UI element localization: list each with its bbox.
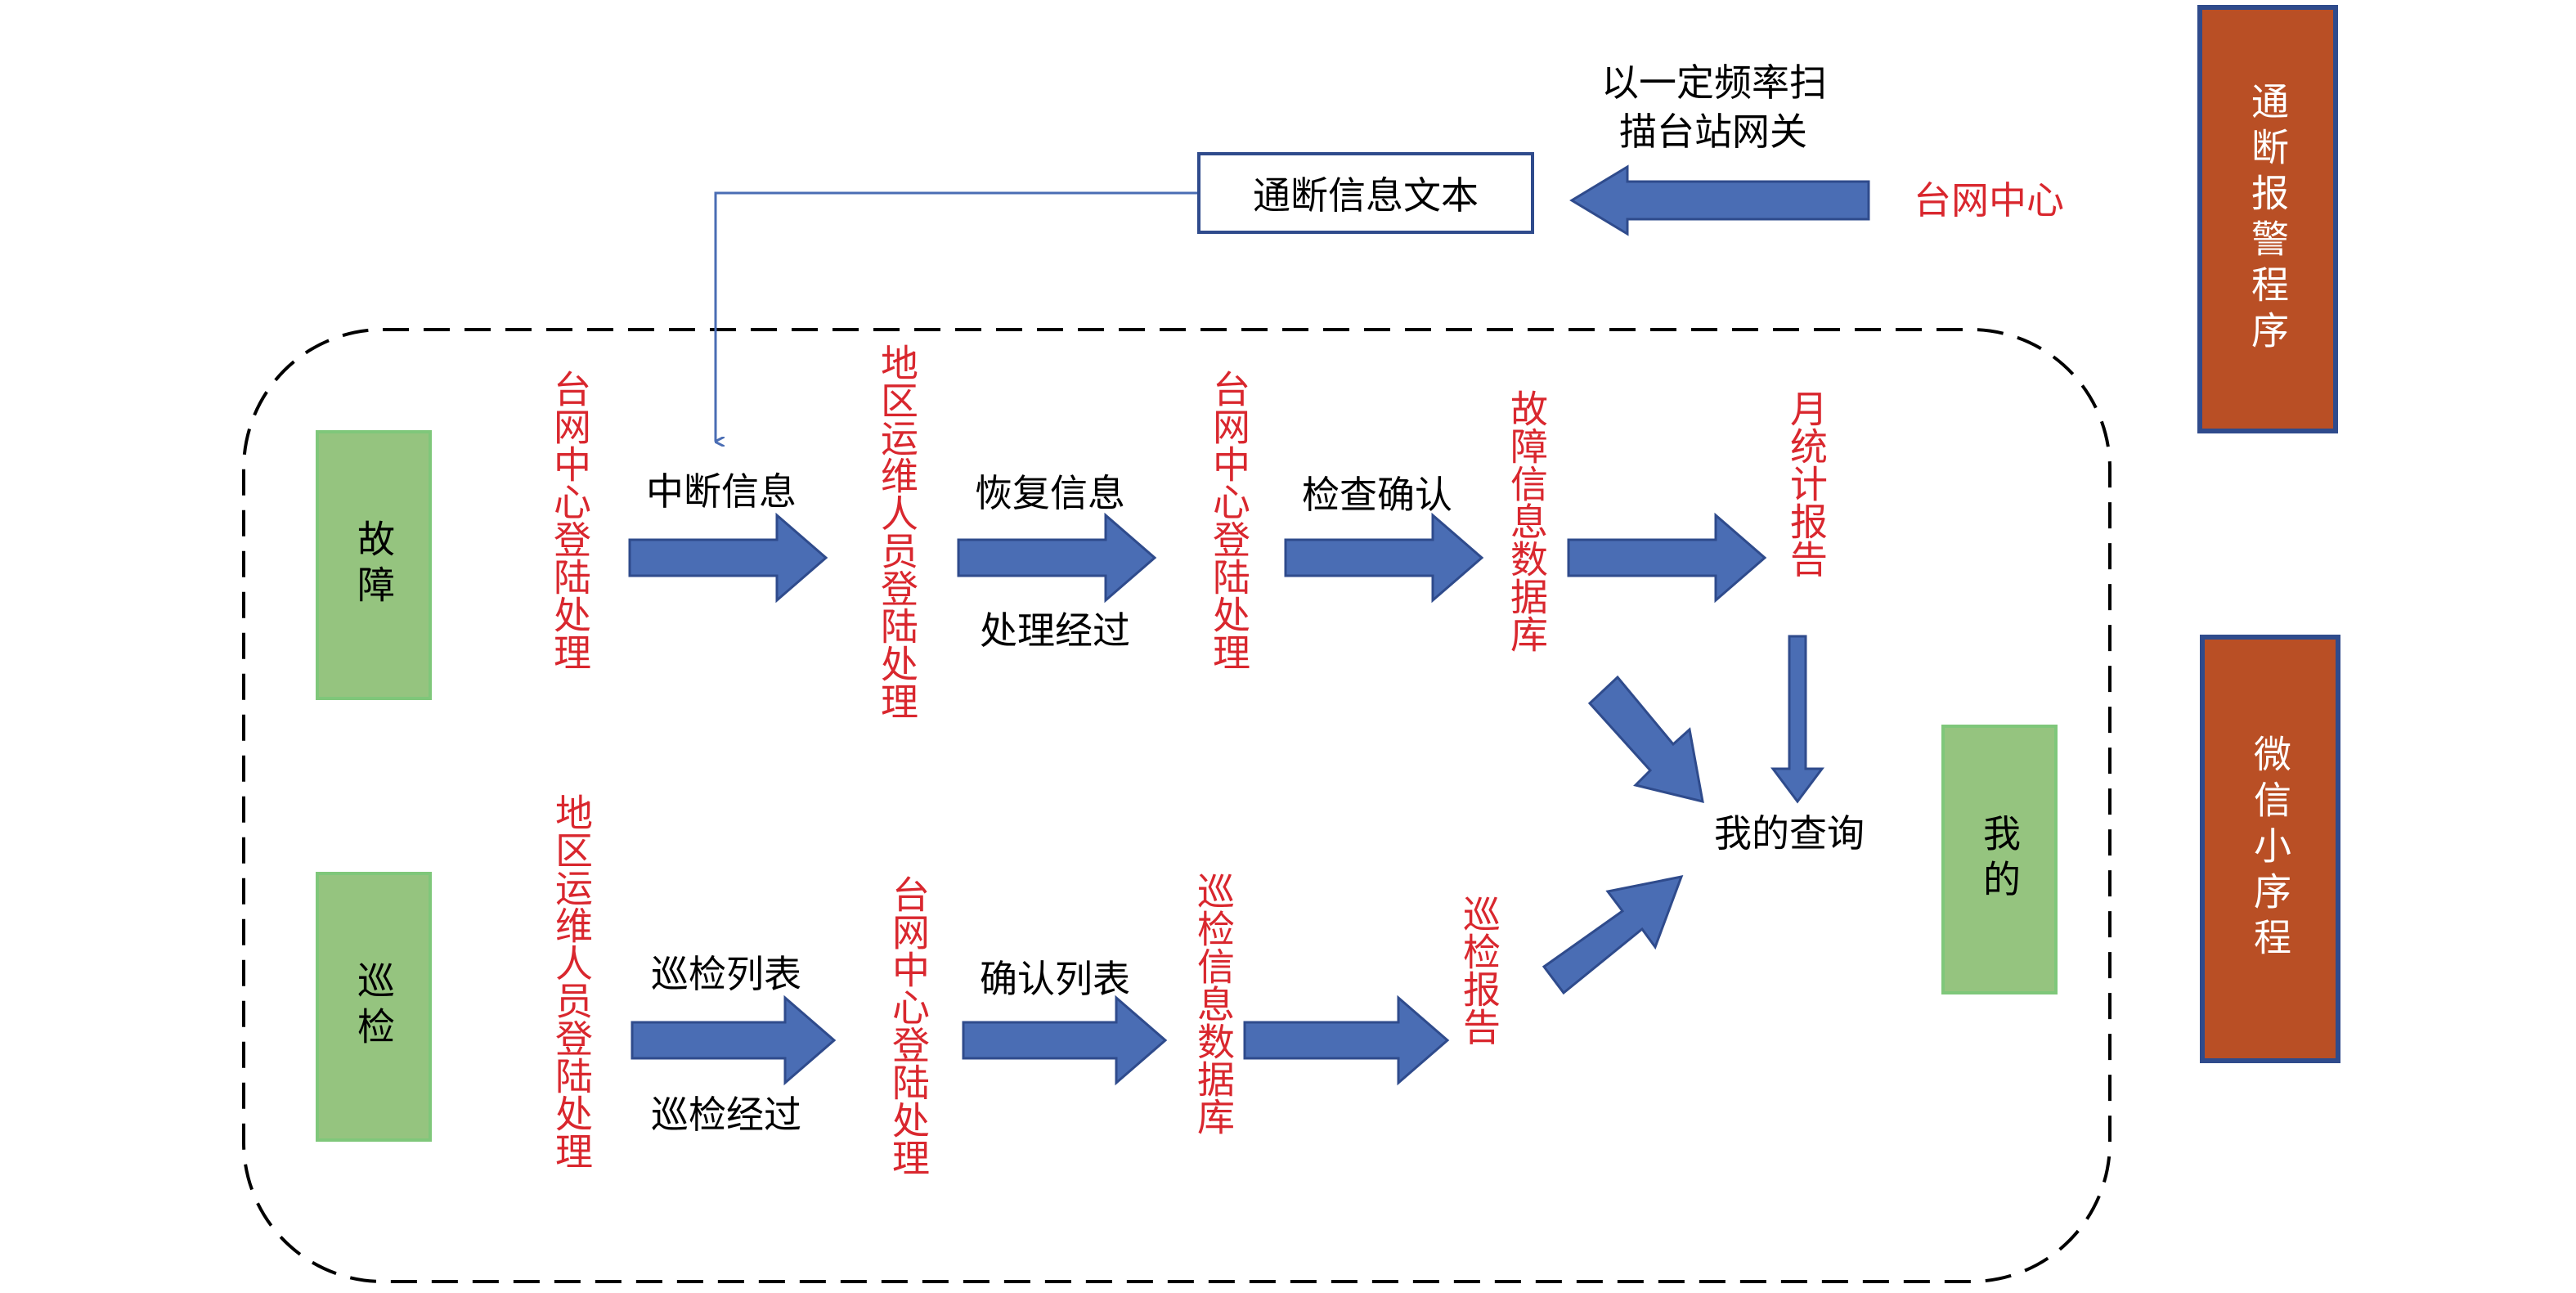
arrow-db-to-query — [1587, 675, 1704, 804]
confirm-list-label: 确认列表 — [980, 957, 1130, 1001]
gateway-note-line1: 以一定频率扫 — [1601, 61, 1827, 105]
arrow-recovery — [957, 512, 1157, 604]
inspection-db-label: 巡检信息数据库 — [1192, 872, 1236, 1135]
my-query-label: 我的查询 — [1714, 811, 1865, 855]
arrow-inspection-list — [631, 994, 837, 1086]
handling-process-label: 处理经过 — [980, 608, 1130, 653]
gateway-note-line2: 描台站网关 — [1619, 110, 1807, 154]
interrupt-info-label: 中断信息 — [646, 469, 797, 514]
arrow-confirm-list — [962, 994, 1168, 1086]
arrow-to-inspection-report — [1243, 994, 1450, 1086]
inspection-process-label: 巡检经过 — [651, 1093, 801, 1137]
check-confirm-label: 检查确认 — [1302, 473, 1452, 517]
center-login-2: 台网中心登陆处理 — [1207, 370, 1251, 671]
status-text-box-label: 通断信息文本 — [1253, 173, 1479, 218]
region-login-1: 地区运维人员登陆处理 — [875, 343, 919, 720]
center-login-3: 台网中心登陆处理 — [886, 875, 931, 1176]
inspection-box: 巡检 — [316, 872, 432, 1142]
monthly-report-label: 月统计报告 — [1784, 389, 1829, 577]
fault-box: 故障 — [316, 430, 432, 700]
arrow-report-to-query — [1770, 635, 1824, 804]
fault-label: 故障 — [352, 519, 396, 611]
inspection-report-label: 巡检报告 — [1457, 895, 1501, 1045]
arrow-inspection-report-to-query — [1542, 875, 1684, 995]
network-center-label: 台网中心 — [1914, 178, 2064, 222]
status-text-box: 通断信息文本 — [1197, 152, 1534, 234]
region-login-2: 地区运维人员登陆处理 — [550, 793, 594, 1170]
center-login-1: 台网中心登陆处理 — [548, 370, 592, 671]
mine-label: 我的 — [1977, 814, 2022, 905]
alarm-program-label: 通断报警程序 — [2246, 82, 2290, 357]
inspection-list-label: 巡检列表 — [651, 952, 801, 996]
inspection-label: 巡检 — [352, 961, 396, 1053]
mine-box: 我的 — [1941, 725, 2058, 994]
arrow-fault-to-report — [1567, 512, 1767, 604]
fault-db-label: 故障信息数据库 — [1505, 389, 1549, 653]
arrow-interrupt — [628, 512, 828, 604]
recovery-info-label: 恢复信息 — [975, 471, 1125, 515]
dashed-boundary — [242, 328, 2112, 1283]
connector-line — [714, 191, 1197, 442]
wechat-program-box: 微信小序程 — [2200, 635, 2340, 1063]
arrow-to-text-box — [1569, 164, 1870, 236]
arrow-check — [1284, 512, 1484, 604]
wechat-program-label: 微信小序程 — [2248, 734, 2292, 963]
alarm-program-box: 通断报警程序 — [2197, 5, 2338, 433]
